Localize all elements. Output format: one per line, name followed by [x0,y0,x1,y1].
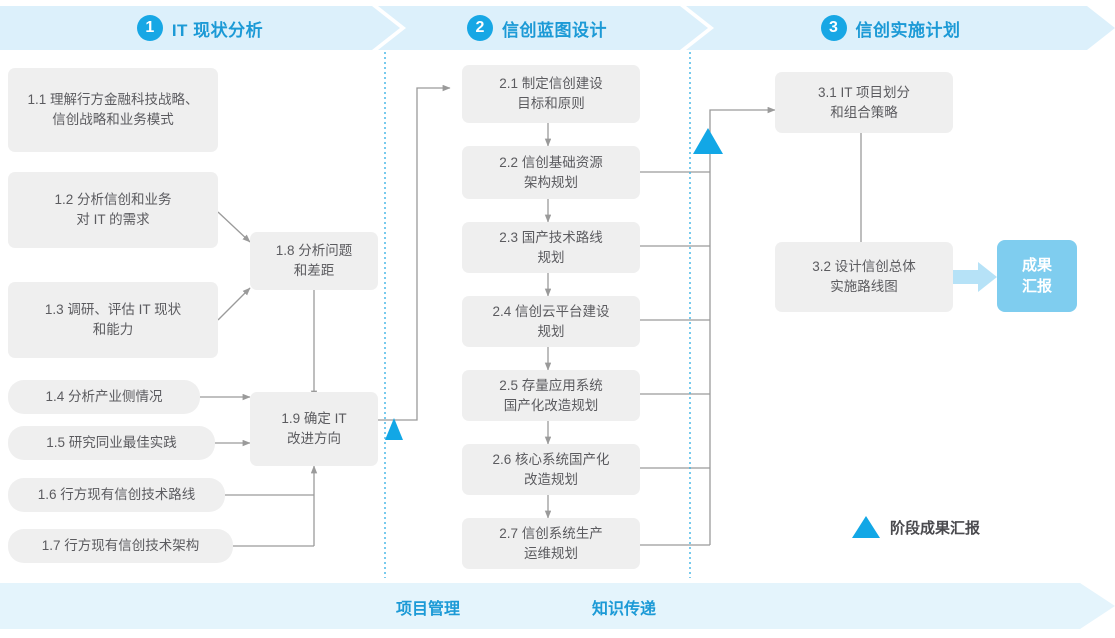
process-box-2-7[interactable]: 2.7 信创系统生产 运维规划 [462,518,640,569]
phase-title-3: 信创实施计划 [855,20,961,40]
phase-number-2: 2 [467,15,493,41]
process-box-2-1[interactable]: 2.1 制定信创建设 目标和原则 [462,65,640,123]
process-box-2-5[interactable]: 2.5 存量应用系统 国产化改造规划 [462,370,640,421]
process-box-1-8[interactable]: 1.8 分析问题 和差距 [250,232,378,290]
process-box-3-1[interactable]: 3.1 IT 项目划分 和组合策略 [775,72,953,133]
phase-title-1: IT 现状分析 [171,20,264,40]
phase-title-2: 信创蓝图设计 [502,20,607,40]
process-box-1-4[interactable]: 1.4 分析产业侧情况 [8,380,200,414]
process-box-1-1[interactable]: 1.1 理解行方金融科技战略、 信创战略和业务模式 [8,68,218,152]
process-box-1-9[interactable]: 1.9 确定 IT 改进方向 [250,392,378,466]
bottom-band-arrow-icon [1080,583,1115,629]
result-report-badge[interactable]: 成果 汇报 [997,240,1077,312]
process-box-2-3[interactable]: 2.3 国产技术路线 规划 [462,222,640,273]
process-box-2-2[interactable]: 2.2 信创基础资源 架构规划 [462,146,640,199]
phase-number-3: 3 [820,15,847,41]
milestone-triangle-1 [385,418,403,440]
process-box-1-5[interactable]: 1.5 研究同业最佳实践 [8,426,215,460]
process-box-1-7[interactable]: 1.7 行方现有信创技术架构 [8,529,233,563]
phase-band-3[interactable]: 3 信创实施计划 [686,6,1115,50]
legend-milestone: 阶段成果汇报 [852,516,980,538]
phase-number-1: 1 [136,15,163,41]
process-box-1-3[interactable]: 1.3 调研、评估 IT 现状 和能力 [8,282,218,358]
process-box-1-6[interactable]: 1.6 行方现有信创技术路线 [8,478,225,512]
process-box-2-6[interactable]: 2.6 核心系统国产化 改造规划 [462,444,640,495]
phase-band-1[interactable]: 1 IT 现状分析 [0,6,400,50]
bottom-label-knowledge-transfer: 知识传递 [592,601,657,618]
legend-label: 阶段成果汇报 [890,519,981,537]
process-box-1-2[interactable]: 1.2 分析信创和业务 对 IT 的需求 [8,172,218,248]
process-box-3-2[interactable]: 3.2 设计信创总体 实施路线图 [775,242,953,312]
bottom-band [0,583,1080,629]
bottom-label-project-management: 项目管理 [396,601,461,618]
result-arrow [951,262,997,292]
milestone-triangle-icon [852,516,880,538]
phase-band-2[interactable]: 2 信创蓝图设计 [378,6,708,50]
milestone-triangle-2 [693,128,723,154]
process-box-2-4[interactable]: 2.4 信创云平台建设 规划 [462,296,640,347]
